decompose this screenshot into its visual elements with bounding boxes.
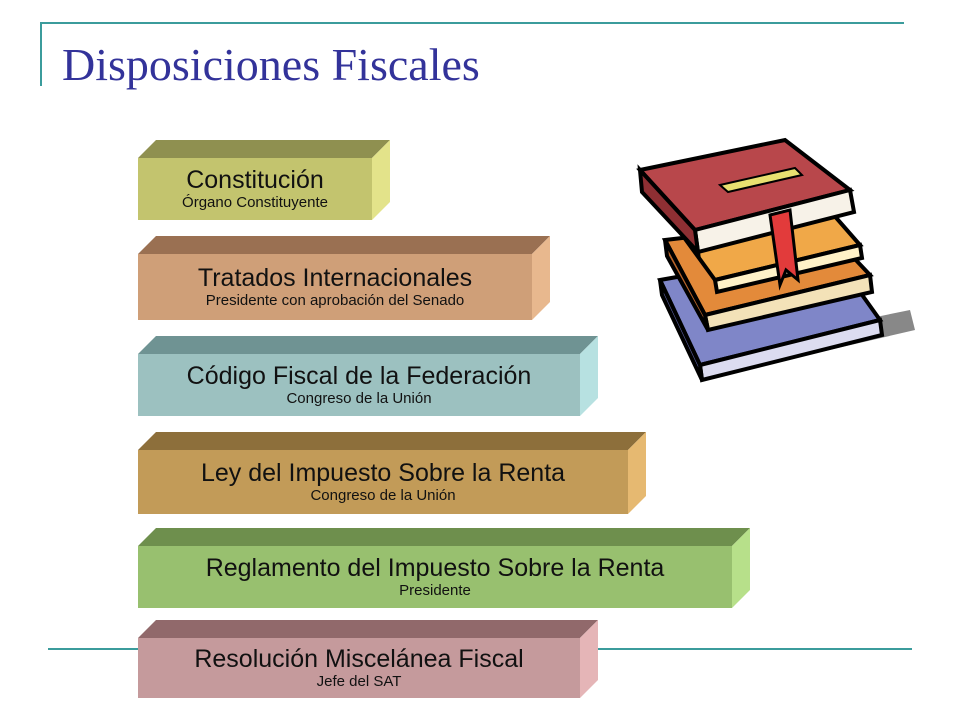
block-subtitle: Presidente con aprobación del Senado: [205, 292, 465, 309]
slide-title: Disposiciones Fiscales: [62, 39, 480, 90]
block-subtitle: Congreso de la Unión: [310, 487, 456, 504]
block-side-face: [732, 528, 750, 608]
block-top-face: [138, 236, 550, 254]
block-title: Código Fiscal de la Federación: [186, 362, 532, 390]
block-side-face: [372, 140, 390, 220]
block-top-face: [138, 620, 598, 638]
frame-line-top: [40, 22, 904, 24]
block-subtitle: Órgano Constituyente: [182, 194, 328, 211]
block-title: Tratados Internacionales: [197, 264, 473, 292]
block-subtitle: Congreso de la Unión: [286, 390, 432, 407]
block-top-face: [138, 528, 750, 546]
block-title: Reglamento del Impuesto Sobre la Renta: [205, 554, 665, 582]
frame-line-left: [40, 22, 42, 86]
block-title: Resolución Miscelánea Fiscal: [194, 645, 524, 673]
block-top-face: [138, 432, 646, 450]
block-side-face: [580, 336, 598, 416]
block-title: Ley del Impuesto Sobre la Renta: [200, 459, 566, 487]
block-side-face: [628, 432, 646, 514]
block-subtitle: Presidente: [399, 582, 471, 599]
block-subtitle: Jefe del SAT: [316, 673, 402, 690]
block-side-face: [580, 620, 598, 698]
block-title: Constitución: [186, 166, 324, 194]
books-clipart-icon: [636, 137, 915, 383]
block-side-face: [532, 236, 550, 320]
block-top-face: [138, 140, 390, 158]
block-top-face: [138, 336, 598, 354]
